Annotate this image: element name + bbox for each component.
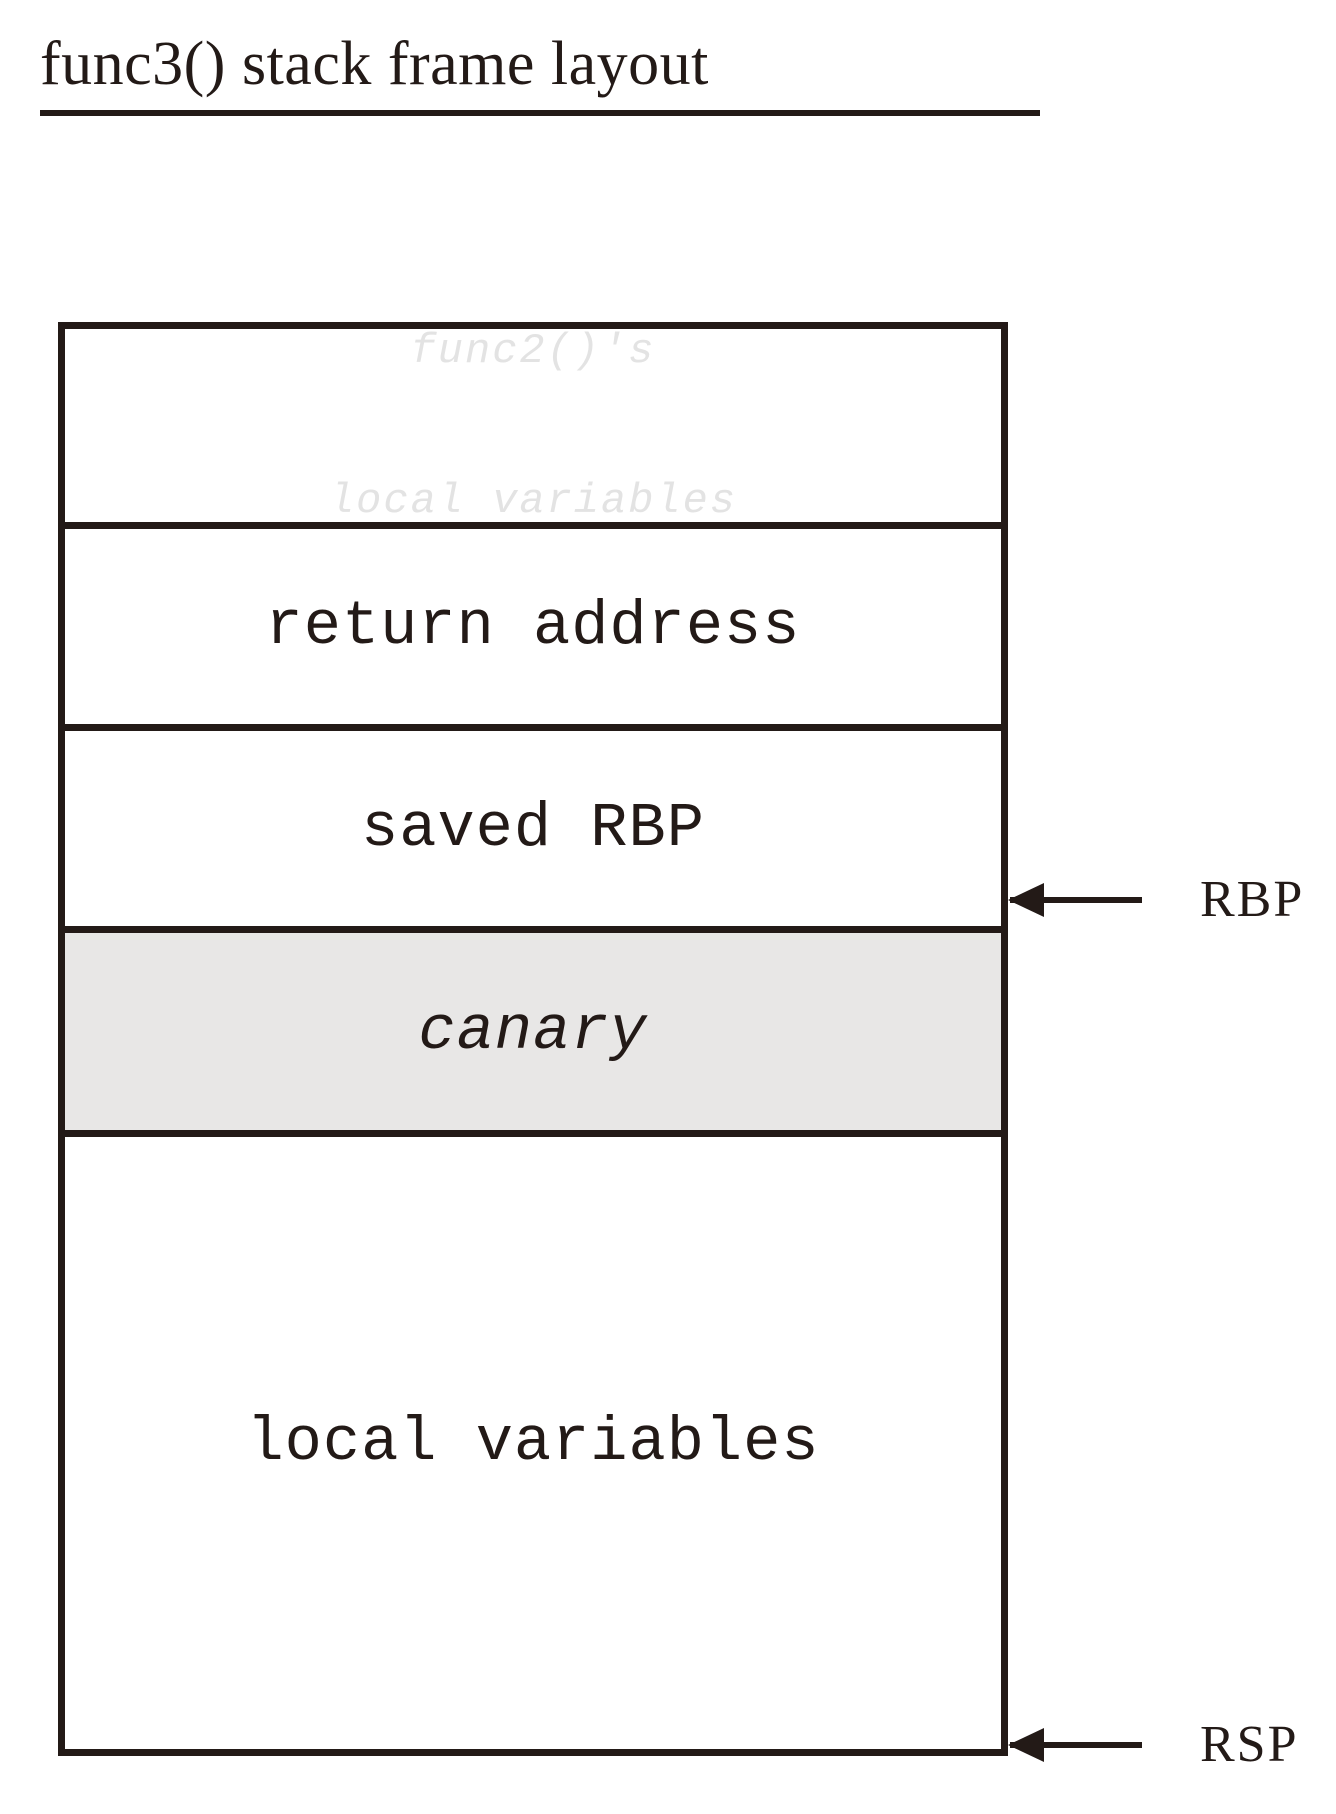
left-arrow-icon xyxy=(1010,897,1142,903)
stack-row-local-variables-label: local variables xyxy=(246,1407,820,1479)
pointer-label-rsp: RSP xyxy=(1200,1716,1299,1773)
stack-row-canary: canary xyxy=(65,933,1001,1137)
stack-row-saved-rbp-label: saved RBP xyxy=(361,792,705,864)
stack-row-canary-label: canary xyxy=(418,995,648,1067)
stack-row-local-variables: local variables xyxy=(65,1137,1001,1749)
stack-row-return-address: return address xyxy=(65,529,1001,731)
stack-row-return-address-label: return address xyxy=(265,590,801,662)
title-block: func3() stack frame layout xyxy=(40,28,1040,116)
title-underline-rule xyxy=(40,110,1040,116)
caller-locals-line-2: local variables xyxy=(328,476,738,525)
pointer-label-rbp: RBP xyxy=(1200,871,1305,928)
stack-frame-diagram: func2()'s local variables return address… xyxy=(58,322,1008,1756)
pointer-annotation-rsp: RSP xyxy=(1010,1719,1299,1771)
stack-row-saved-rbp: saved RBP xyxy=(65,731,1001,933)
page-title: func3() stack frame layout xyxy=(40,30,709,98)
caller-locals-line-1: func2()'s xyxy=(410,326,656,375)
left-arrow-icon xyxy=(1010,1742,1142,1748)
stack-row-caller-locals: func2()'s local variables xyxy=(65,327,1001,529)
pointer-annotation-rbp: RBP xyxy=(1010,874,1304,926)
stack-row-caller-locals-label: func2()'s local variables xyxy=(329,226,737,626)
